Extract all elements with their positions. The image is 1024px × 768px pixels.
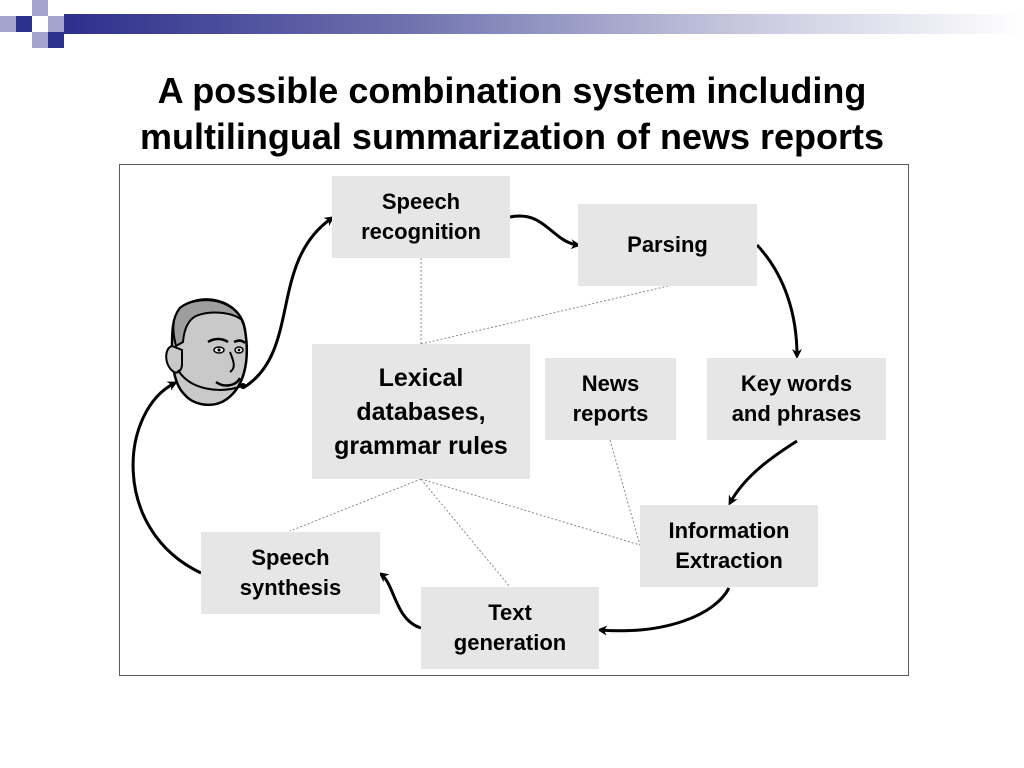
flow-arrow: [242, 216, 335, 390]
person-with-headset-icon: [165, 298, 248, 406]
decor-square: [0, 16, 16, 32]
dotted-link: [289, 478, 422, 532]
parsing-label: Parsing: [627, 232, 708, 257]
lexical-databases-box: Lexical databases, grammar rules: [312, 344, 530, 479]
speech-synthesis-label: Speech synthesis: [239, 545, 342, 600]
flow-arrow: [509, 214, 581, 250]
decor-square: [48, 16, 64, 32]
dotted-link: [420, 285, 669, 345]
dotted-link: [420, 478, 641, 546]
information-extraction-box: Information Extraction: [640, 505, 818, 587]
dotted-link: [420, 478, 511, 588]
dotted-link: [609, 439, 641, 546]
decor-square: [48, 32, 64, 48]
news-reports-box: News reports: [545, 358, 676, 440]
flow-arrow: [131, 381, 202, 575]
header-gradient-bar: [64, 14, 1024, 34]
decor-square: [16, 16, 32, 32]
news-reports-label: News reports: [572, 371, 649, 426]
flow-arrow: [597, 587, 731, 636]
speech-synthesis-box: Speech synthesis: [201, 532, 380, 614]
decor-square: [32, 32, 48, 48]
text-generation-box: Text generation: [421, 587, 599, 669]
text-generation-label: Text generation: [453, 600, 567, 655]
lexical-databases-label: Lexical databases, grammar rules: [334, 363, 508, 460]
flow-arrow: [378, 572, 422, 630]
slide-header-decoration: [0, 0, 1024, 56]
key-words-box: Key words and phrases: [707, 358, 886, 440]
slide-title: A possible combination system including …: [139, 70, 885, 157]
flow-arrow: [728, 439, 798, 506]
key-words-label: Key words and phrases: [731, 371, 862, 426]
parsing-box: Parsing: [578, 204, 757, 286]
flow-arrow: [755, 243, 802, 359]
information-extraction-label: Information Extraction: [668, 518, 790, 573]
diagram-frame: [119, 164, 909, 676]
speech-recognition-box: Speech recognition: [332, 176, 510, 258]
speech-recognition-label: Speech recognition: [361, 189, 481, 244]
decor-square: [32, 0, 48, 16]
